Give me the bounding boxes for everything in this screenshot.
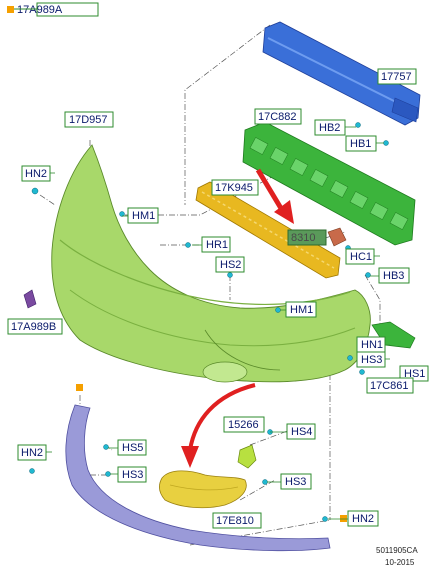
label-hs4: HS4 [286, 423, 316, 440]
svg-text:17C882: 17C882 [258, 111, 297, 123]
label-reinforcement-beam: 17757 [377, 68, 417, 85]
svg-text:HS3: HS3 [122, 469, 143, 481]
label-bracket-right: 17C861 [366, 377, 414, 394]
label-side-bracket-left: 17A989B [7, 318, 63, 335]
label-hm1-right: HM1 [285, 301, 317, 318]
svg-text:HN1: HN1 [361, 339, 383, 351]
label-hs3-lower: HS3 [280, 473, 312, 490]
red-arrow-upper [255, 168, 294, 224]
diagram-id: 5011905CA [376, 546, 418, 555]
label-hb2: HB2 [314, 119, 346, 136]
label-bumper-cover: 17D957 [64, 111, 114, 128]
svg-text:HS1: HS1 [404, 368, 425, 380]
label-hb1: HB1 [345, 135, 377, 152]
svg-text:17A989B: 17A989B [11, 321, 56, 333]
label-hn2-lower-right: HN2 [347, 510, 379, 527]
label-hs3-right: HS3 [356, 351, 386, 368]
label-hb3: HB3 [378, 267, 410, 284]
label-hs5: HS5 [117, 439, 147, 456]
svg-text:HR1: HR1 [206, 239, 228, 251]
label-hs3-left: HS3 [117, 466, 147, 483]
svg-text:17K945: 17K945 [215, 182, 253, 194]
reinforcement-beam [262, 21, 421, 126]
svg-text:HS5: HS5 [122, 442, 143, 454]
label-absorber-lower: 17K945 [211, 179, 259, 196]
label-energy-absorber: 17C882 [254, 108, 302, 125]
label-8310: 8310 [287, 229, 327, 246]
label-hn2-lower-left: HN2 [17, 444, 47, 461]
svg-text:8310: 8310 [291, 232, 315, 244]
lower-absorber [195, 181, 341, 279]
svg-text:HN2: HN2 [21, 447, 43, 459]
svg-text:HB1: HB1 [350, 138, 371, 150]
red-arrow-lower [181, 383, 256, 468]
lower-marker-square [76, 384, 83, 391]
svg-text:15266: 15266 [228, 419, 259, 431]
svg-text:HS3: HS3 [361, 354, 382, 366]
label-hs2: HS2 [215, 256, 245, 273]
svg-text:HS2: HS2 [220, 259, 241, 271]
label-hs1: HS1 [399, 365, 429, 382]
hn2-lower-right-marker-square [340, 515, 347, 522]
grille-bracket [237, 444, 257, 469]
label-hc1: HC1 [345, 248, 375, 265]
svg-text:17A989A: 17A989A [17, 4, 63, 16]
energy-absorber [242, 121, 416, 246]
top-marker-square [7, 6, 14, 13]
svg-text:17757: 17757 [381, 71, 412, 83]
svg-text:HM1: HM1 [132, 210, 155, 222]
label-grille-bracket: 15266 [223, 416, 265, 433]
label-hr1: HR1 [201, 236, 231, 253]
label-hm1-left: HM1 [127, 207, 159, 224]
label-lower-deflector: 17E810 [212, 512, 262, 529]
svg-text:HS4: HS4 [291, 426, 312, 438]
svg-text:17E810: 17E810 [216, 515, 254, 527]
svg-text:HN2: HN2 [25, 168, 47, 180]
label-hn1: HN1 [356, 336, 386, 353]
svg-text:HC1: HC1 [350, 251, 372, 263]
svg-text:HN2: HN2 [352, 513, 374, 525]
side-bracket-left [23, 289, 37, 309]
svg-text:HS3: HS3 [285, 476, 306, 488]
svg-text:HM1: HM1 [290, 304, 313, 316]
part-8310-shape [327, 227, 347, 247]
diagram-date: 10-2015 [385, 558, 415, 567]
lower-deflector [158, 470, 247, 509]
svg-text:17D957: 17D957 [69, 114, 108, 126]
svg-text:HB2: HB2 [319, 122, 340, 134]
svg-text:HB3: HB3 [383, 270, 404, 282]
label-hn2-left: HN2 [21, 165, 51, 182]
lower-lip-spoiler [65, 404, 331, 552]
leader-lines [46, 126, 390, 520]
svg-text:17C861: 17C861 [370, 380, 409, 392]
